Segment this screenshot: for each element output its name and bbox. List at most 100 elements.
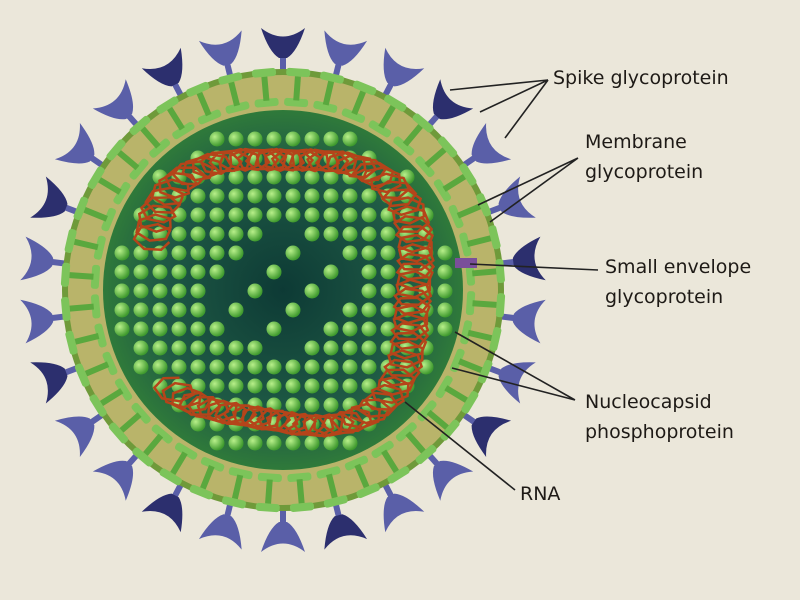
membrane-protein <box>156 96 195 140</box>
membrane-protein-bottom <box>90 294 101 319</box>
label-rna: RNA <box>520 483 561 505</box>
nucleocapsid-ball <box>152 264 168 280</box>
membrane-protein-bottom <box>450 348 465 373</box>
membrane-protein-body <box>467 329 493 342</box>
nucleocapsid-ball <box>247 378 263 394</box>
nucleocapsid-ball <box>323 340 339 356</box>
membrane-protein-bottom <box>102 351 118 376</box>
membrane-protein-body <box>456 203 482 219</box>
nucleocapsid-ball <box>266 131 282 147</box>
nucleocapsid-ball <box>323 188 339 204</box>
nucleocapsid-ball <box>247 359 263 375</box>
nucleocapsid-ball <box>190 283 206 299</box>
membrane-protein-bottom <box>459 232 472 257</box>
membrane-protein-top <box>459 163 477 186</box>
nucleocapsid-ball <box>323 207 339 223</box>
nucleocapsid-ball <box>190 245 206 261</box>
membrane-protein-top <box>129 115 151 136</box>
spike-head <box>324 514 368 550</box>
nucleocapsid-ball <box>437 283 453 299</box>
membrane-protein-body <box>200 465 215 490</box>
nucleocapsid-ball <box>342 321 358 337</box>
membrane-protein-bottom <box>254 97 279 108</box>
membrane-protein-body <box>426 409 449 430</box>
membrane-protein <box>433 163 477 202</box>
nucleocapsid-ball <box>342 245 358 261</box>
membrane-protein-top <box>87 166 105 189</box>
nucleocapsid-ball <box>437 302 453 318</box>
nucleocapsid-ball <box>361 245 377 261</box>
membrane-protein-body <box>99 388 124 406</box>
nucleocapsid-ball <box>304 283 320 299</box>
membrane-protein <box>251 68 279 108</box>
nucleocapsid-ball <box>285 397 301 413</box>
membrane-protein-bottom <box>395 422 417 442</box>
membrane-protein-top <box>189 484 214 500</box>
membrane-protein-bottom <box>344 455 369 471</box>
membrane-protein <box>108 402 151 444</box>
membrane-protein-top <box>320 71 345 84</box>
membrane-protein-bottom <box>393 136 415 156</box>
nucleocapsid-ball <box>304 340 320 356</box>
membrane-protein <box>395 422 437 465</box>
nucleocapsid-ball <box>228 340 244 356</box>
nucleocapsid-ball <box>304 131 320 147</box>
label-spike-glycoprotein: Spike glycoprotein <box>553 67 729 89</box>
membrane-protein-body <box>170 451 188 475</box>
nucleocapsid-ball <box>114 321 130 337</box>
membrane-protein <box>415 136 458 178</box>
membrane-protein-body <box>69 272 94 280</box>
nucleocapsid-ball <box>266 207 282 223</box>
nucleocapsid-ball <box>133 302 149 318</box>
membrane-protein-top <box>440 419 460 441</box>
membrane-protein-body <box>444 385 468 403</box>
nucleocapsid-ball <box>152 302 168 318</box>
nucleocapsid-ball <box>342 435 358 451</box>
membrane-protein-bottom <box>287 472 312 483</box>
membrane-protein-body <box>140 126 161 149</box>
nucleocapsid-ball <box>266 169 282 185</box>
spike-head <box>471 416 512 457</box>
nucleocapsid-ball <box>266 188 282 204</box>
nucleocapsid-ball <box>304 397 320 413</box>
nucleocapsid-ball <box>285 245 301 261</box>
membrane-protein-body <box>83 207 108 222</box>
membrane-protein <box>371 440 410 484</box>
nucleocapsid-ball <box>361 283 377 299</box>
membrane-protein-body <box>119 412 142 433</box>
nucleocapsid-ball <box>247 207 263 223</box>
nucleocapsid-ball <box>361 359 377 375</box>
membrane-protein-bottom <box>197 109 222 125</box>
membrane-protein-body <box>293 76 301 101</box>
spike-stalk <box>280 500 286 540</box>
membrane-protein-bottom <box>131 402 151 424</box>
membrane-protein-bottom <box>129 158 149 180</box>
nucleocapsid-ball <box>209 378 225 394</box>
nucleocapsid-ball <box>304 359 320 375</box>
spike <box>261 28 305 80</box>
nucleocapsid-ball <box>209 188 225 204</box>
nucleocapsid-ball <box>190 302 206 318</box>
spike-stalk <box>280 40 286 80</box>
nucleocapsid-ball <box>171 264 187 280</box>
nucleocapsid-ball <box>361 321 377 337</box>
membrane-protein-top <box>251 68 277 78</box>
label-small-envelope-line1: Small envelope <box>605 256 752 278</box>
membrane-protein-body <box>354 463 370 489</box>
nucleocapsid-ball <box>285 359 301 375</box>
nucleocapsid-ball <box>209 245 225 261</box>
membrane-protein-body <box>472 300 497 308</box>
membrane-protein-top <box>461 391 479 414</box>
leader-lines <box>404 79 599 491</box>
membrane-protein-bottom <box>172 121 195 140</box>
membrane-protein <box>287 472 315 512</box>
nucleocapsid-ball <box>266 264 282 280</box>
membrane-protein-top <box>289 502 315 512</box>
membrane-protein-body <box>402 124 423 147</box>
membrane-protein-bottom <box>228 467 253 480</box>
nucleocapsid-ball <box>114 302 130 318</box>
membrane-protein-body <box>73 238 99 251</box>
nucleocapsid-ball <box>285 302 301 318</box>
membrane-protein-bottom <box>371 440 394 459</box>
